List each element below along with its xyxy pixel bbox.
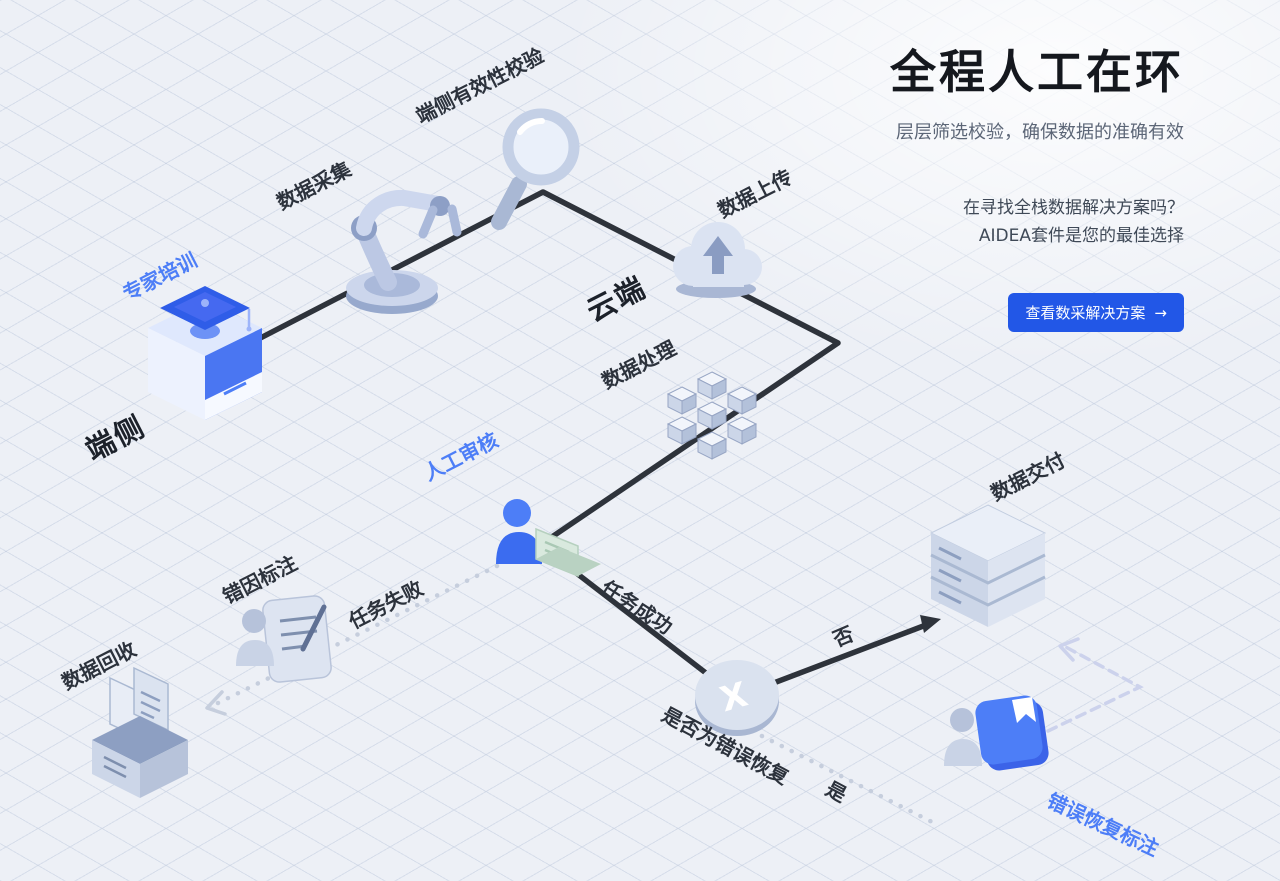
promo-line-1: 在寻找全栈数据解决方案吗？ bbox=[963, 198, 1184, 218]
human-review-icon bbox=[496, 499, 601, 578]
page-subtitle: 层层筛选校验，确保数据的准确有效 bbox=[896, 122, 1184, 143]
upload-arrow-icon bbox=[703, 236, 733, 274]
label-data-collection: 数据采集 bbox=[273, 156, 356, 214]
data-processing-cubes-icon bbox=[667, 371, 757, 460]
decision-node-icon: X bbox=[695, 660, 779, 736]
recovery-arrowhead-icon bbox=[1058, 637, 1080, 662]
expert-training-icon bbox=[148, 286, 262, 420]
label-data-delivery: 数据交付 bbox=[987, 448, 1069, 506]
laptop-keyboard-icon bbox=[536, 547, 601, 576]
upload-cloud-icon bbox=[673, 222, 762, 298]
label-error-recovery: 错误恢复标注 bbox=[1044, 788, 1163, 860]
label-yes: 是 bbox=[821, 776, 851, 807]
error-cause-icon bbox=[236, 595, 332, 683]
task-failed-path bbox=[213, 563, 500, 707]
cta-button[interactable]: 查看数采解决方案 → bbox=[1008, 293, 1184, 332]
arrow-right-icon: → bbox=[1154, 303, 1167, 322]
label-data-processing: 数据处理 bbox=[598, 336, 680, 394]
error-recovery-icon bbox=[944, 695, 1049, 771]
label-cloud: 云端 bbox=[581, 270, 652, 328]
bookmark-icon bbox=[1012, 697, 1036, 723]
pen-icon bbox=[300, 604, 327, 652]
recovery-to-delivery-path bbox=[1046, 643, 1144, 733]
label-edge: 端侧 bbox=[80, 409, 151, 467]
label-task-success: 任务成功 bbox=[596, 575, 677, 639]
main-flow-arrowhead-icon bbox=[920, 615, 941, 633]
cta-label: 查看数采解决方案 bbox=[1025, 304, 1146, 322]
validation-magnifier-icon bbox=[491, 108, 580, 230]
hero: 全程人工在环 层层筛选校验，确保数据的准确有效 在寻找全栈数据解决方案吗？ AI… bbox=[890, 36, 1184, 332]
data-collection-robot-icon bbox=[346, 189, 462, 314]
promo-line-2: AIDEA套件是您的最佳选择 bbox=[978, 226, 1184, 246]
yes-path bbox=[749, 728, 939, 827]
data-recycling-icon bbox=[92, 666, 188, 798]
label-human-review: 人工审核 bbox=[420, 428, 502, 486]
label-data-upload: 数据上传 bbox=[714, 165, 796, 223]
label-task-failed: 任务失败 bbox=[344, 576, 427, 634]
data-delivery-server-icon bbox=[929, 504, 1047, 627]
task-failed-arrowhead-icon bbox=[205, 690, 227, 716]
label-no: 否 bbox=[828, 622, 857, 652]
page-title: 全程人工在环 bbox=[890, 45, 1184, 99]
